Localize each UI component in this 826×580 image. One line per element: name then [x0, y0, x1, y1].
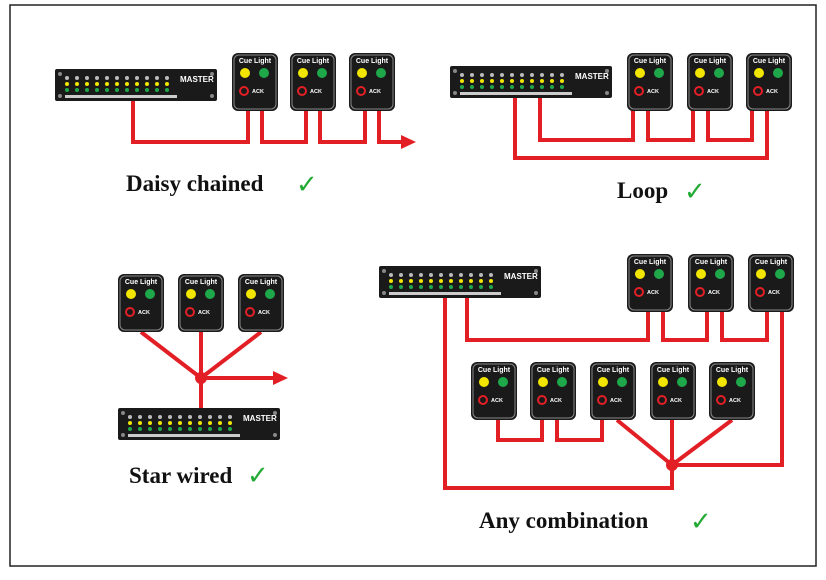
cue-light-title: Cue Light — [657, 367, 690, 374]
master-label: MASTER — [575, 72, 609, 81]
caption-combination: Any combination — [479, 508, 649, 533]
loop-wire — [513, 98, 769, 160]
combination-group: Any combination ✓ — [379, 253, 795, 537]
ack-label: ACK — [647, 89, 659, 95]
outer-border — [9, 4, 817, 567]
combo-junction — [666, 459, 678, 471]
cue-light-title: Cue Light — [478, 367, 511, 374]
master-unit — [450, 66, 612, 98]
master-label: MASTER — [180, 75, 214, 84]
caption-star: Star wired — [129, 463, 232, 488]
ack-label: ACK — [707, 89, 719, 95]
check-icon: ✓ — [296, 170, 318, 200]
ack-label: ACK — [138, 310, 150, 316]
star-arrow — [273, 371, 288, 385]
cue-light-title: Cue Light — [239, 58, 272, 65]
loop-group: Loop ✓ — [450, 52, 793, 207]
master-label: MASTER — [243, 414, 277, 423]
master-unit — [118, 408, 280, 440]
ack-label: ACK — [369, 89, 381, 95]
cue-light-title: Cue Light — [597, 367, 630, 374]
master-label: MASTER — [504, 272, 538, 281]
ack-label: ACK — [310, 89, 322, 95]
cue-light-title: Cue Light — [716, 367, 749, 374]
caption-loop: Loop — [617, 178, 668, 203]
cue-light-title: Cue Light — [753, 58, 786, 65]
cue-light-title: Cue Light — [356, 58, 389, 65]
combo-wire-top — [465, 298, 784, 467]
ack-label: ACK — [550, 398, 562, 404]
combo-wire-bottom — [443, 298, 734, 490]
check-icon: ✓ — [690, 507, 712, 537]
cue-light-title: Cue Light — [634, 259, 667, 266]
cue-light-title: Cue Light — [755, 259, 788, 266]
daisy-arrow — [401, 135, 416, 149]
ack-label: ACK — [491, 398, 503, 404]
ack-label: ACK — [258, 310, 270, 316]
cue-light-title: Cue Light — [695, 259, 728, 266]
master-unit — [379, 266, 541, 298]
cue-light-title: Cue Light — [694, 58, 727, 65]
cue-light-title: Cue Light — [297, 58, 330, 65]
star-junction — [195, 372, 207, 384]
cue-light-title: Cue Light — [634, 58, 667, 65]
ack-label: ACK — [766, 89, 778, 95]
check-icon: ✓ — [684, 177, 706, 207]
cue-light-title: Cue Light — [537, 367, 570, 374]
check-icon: ✓ — [247, 461, 269, 491]
ack-label: ACK — [670, 398, 682, 404]
ack-label: ACK — [252, 89, 264, 95]
ack-label: ACK — [647, 290, 659, 296]
cue-light-title: Cue Light — [245, 279, 278, 286]
master-unit — [55, 69, 217, 101]
ack-label: ACK — [708, 290, 720, 296]
ack-label: ACK — [768, 290, 780, 296]
star-wired-group: Star wired ✓ — [117, 273, 288, 491]
daisy-wire — [131, 101, 403, 144]
ack-label: ACK — [198, 310, 210, 316]
ack-label: ACK — [610, 398, 622, 404]
ack-label: ACK — [729, 398, 741, 404]
cue-light-title: Cue Light — [125, 279, 158, 286]
star-wire — [139, 330, 275, 408]
caption-daisy: Daisy chained — [126, 171, 264, 196]
cue-light-title: Cue Light — [185, 279, 218, 286]
daisy-chained-group: Daisy chained ✓ — [55, 52, 416, 200]
